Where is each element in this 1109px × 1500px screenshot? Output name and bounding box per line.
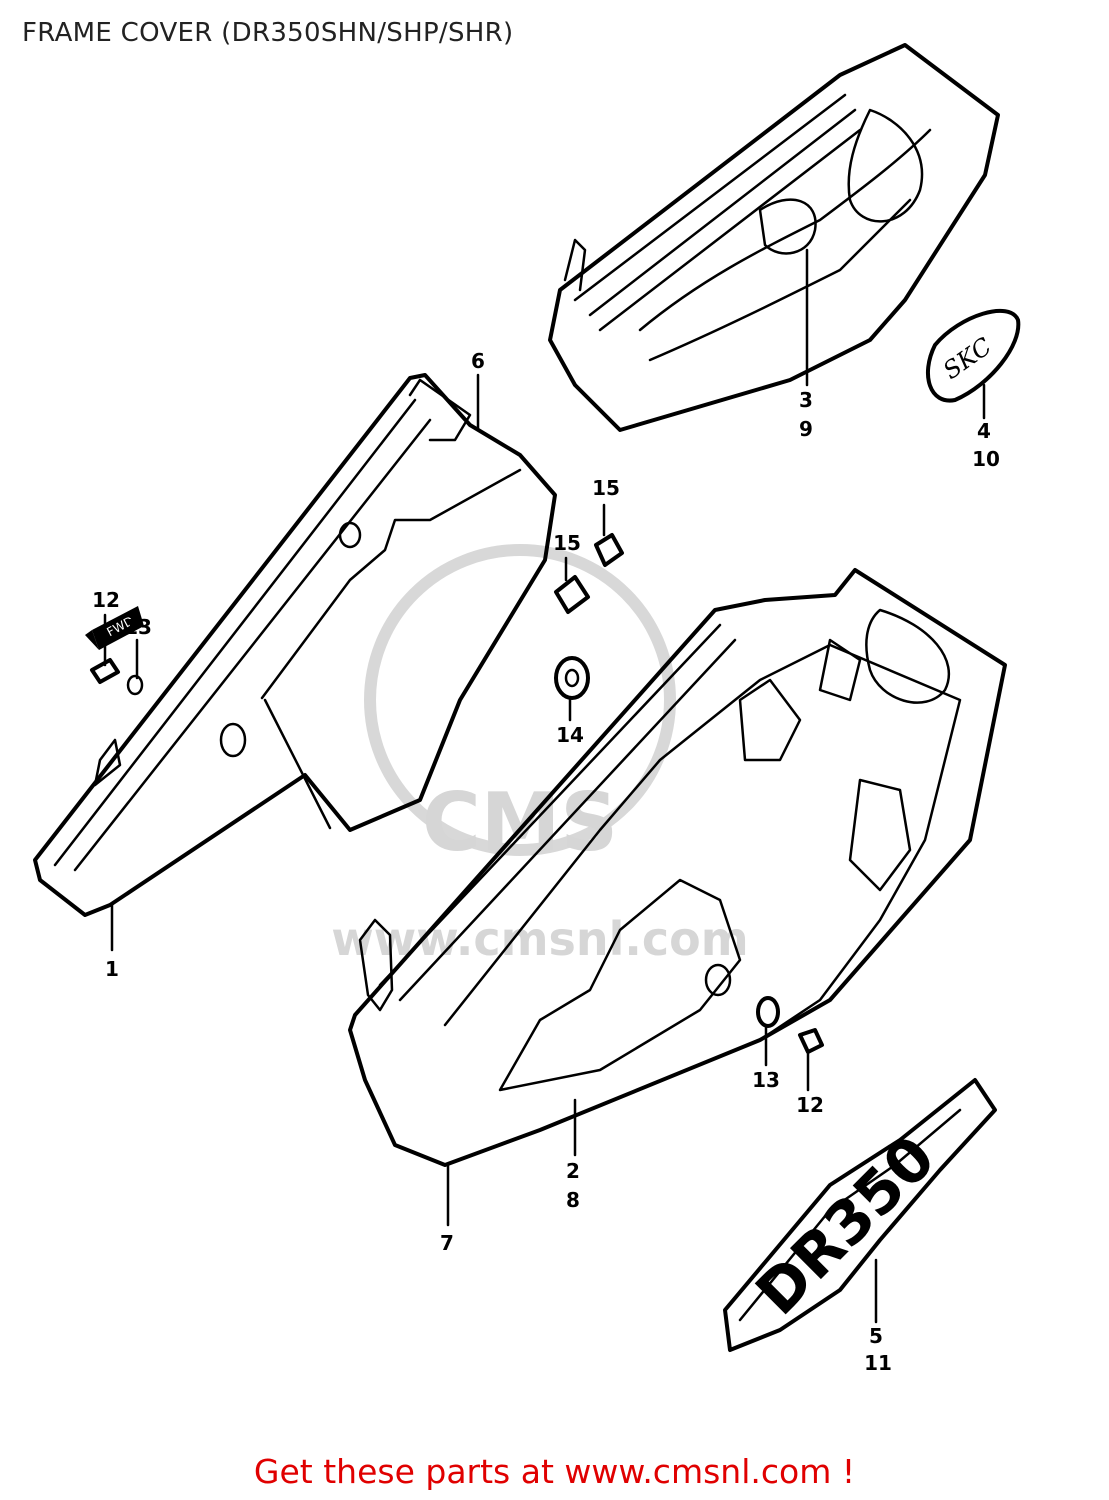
callout-12-left: 12 xyxy=(92,588,120,612)
watermark-brand: CMS xyxy=(422,776,618,869)
decal-text: DR350 xyxy=(743,1123,949,1329)
page-title: FRAME COVER (DR350SHN/SHP/SHR) xyxy=(22,18,514,48)
callout-6: 6 xyxy=(471,349,485,373)
callout-4: 4 xyxy=(977,419,991,443)
callout-3: 3 xyxy=(799,388,813,412)
callout-15-upper: 15 xyxy=(592,476,620,500)
part-decal: DR350 xyxy=(723,1078,997,1352)
callout-15-lower: 15 xyxy=(553,531,581,555)
washer-13-right xyxy=(756,996,780,1028)
grommet-15-lower xyxy=(554,575,590,614)
part-emblem: SKC xyxy=(925,309,1021,403)
buy-parts-link[interactable]: Get these parts at www.cmsnl.com ! xyxy=(253,1452,856,1491)
part-left-frame-cover xyxy=(33,373,557,917)
callout-13-left: 13 xyxy=(124,615,152,639)
callout-8: 8 xyxy=(566,1188,580,1212)
callout-14: 14 xyxy=(556,723,584,747)
callout-7: 7 xyxy=(440,1231,454,1255)
callout-5: 5 xyxy=(869,1324,883,1348)
callout-12-right: 12 xyxy=(796,1093,824,1117)
grommet-15-upper xyxy=(594,533,624,567)
screw-12-right xyxy=(798,1028,824,1054)
callout-1: 1 xyxy=(105,957,119,981)
watermark: CMS www.cmsnl.com xyxy=(331,544,749,966)
watermark-url: www.cmsnl.com xyxy=(331,912,748,966)
callout-13-right: 13 xyxy=(752,1068,780,1092)
part-main-frame-cover xyxy=(348,568,1007,1167)
callout-2: 2 xyxy=(566,1159,580,1183)
callout-9: 9 xyxy=(799,417,813,441)
callout-10: 10 xyxy=(972,447,1000,471)
leader-lines xyxy=(103,248,986,1324)
forward-arrow-icon: FWD xyxy=(85,606,144,650)
callout-11: 11 xyxy=(864,1351,892,1375)
grommet-14 xyxy=(554,656,590,700)
part-upper-cover xyxy=(548,43,1000,432)
callout-numbers: 6 3 9 4 10 15 15 14 12 13 1 13 12 2 8 7 … xyxy=(92,349,1000,1375)
washer-13-left xyxy=(126,674,144,696)
